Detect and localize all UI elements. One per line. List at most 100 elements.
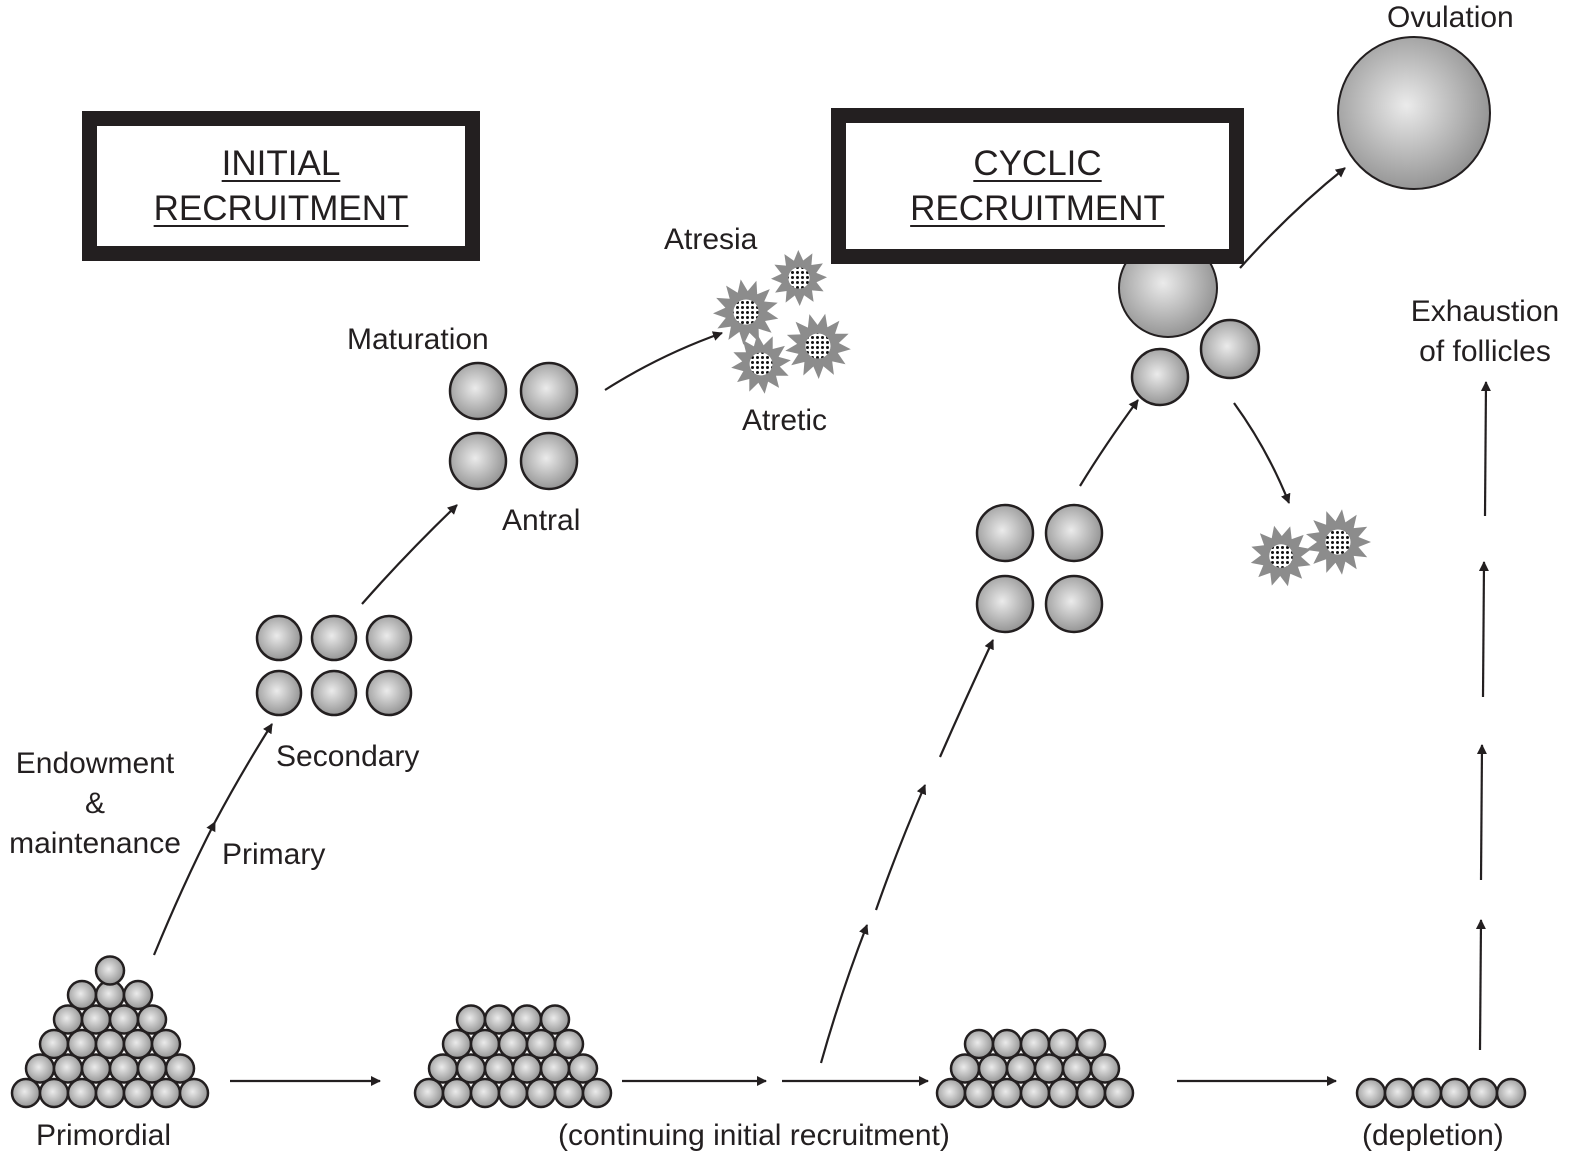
atretic-follicle: [731, 334, 791, 394]
label-antral: Antral: [502, 504, 581, 537]
primordial-follicle: [122, 1077, 154, 1109]
label-endowment: Endowment & maintenance: [0, 744, 190, 864]
primordial-follicle: [497, 1028, 529, 1060]
atretic-follicle: [1250, 525, 1312, 587]
arrows: [152, 167, 1491, 1086]
label-exhaustion: Exhaustion of follicles: [1400, 292, 1570, 372]
primordial-follicle: [991, 1028, 1023, 1060]
primordial-follicle: [511, 1053, 543, 1084]
primordial-follicle: [949, 1053, 981, 1084]
arrow-to-ovulation: [1239, 167, 1346, 269]
arrow-primary-to-secondary: [214, 723, 273, 823]
cyclic-recruitment-box: CYCLIC RECRUITMENT: [831, 108, 1244, 264]
arrow-cyclic-1: [819, 924, 869, 1064]
primordial-follicle: [136, 1004, 168, 1035]
secondary-follicle: [365, 614, 413, 662]
primordial-follicle: [511, 1004, 543, 1035]
label-primary: Primary: [222, 838, 326, 871]
atretic-follicle: [785, 313, 851, 379]
primordial-follicle: [963, 1028, 995, 1060]
follicle-groups: [255, 36, 1491, 717]
primordial-follicle: [525, 1077, 557, 1109]
antral-follicle: [448, 431, 508, 491]
label-primordial: Primordial: [36, 1119, 172, 1152]
primordial-follicle: [977, 1053, 1009, 1084]
secondary-follicle: [365, 669, 413, 717]
primordial-follicle: [38, 1028, 70, 1060]
arrow-to-atretic-cyclic: [1233, 402, 1291, 504]
atretic-follicle-core: [788, 267, 810, 289]
primordial-follicle: [455, 1004, 487, 1035]
arrow-antral-to-atresia: [604, 331, 723, 391]
primordial-follicle: [539, 1053, 571, 1084]
atretic-follicle-core: [1269, 544, 1293, 568]
follicle-pools: [10, 955, 1527, 1109]
depletion-pool: [1355, 1077, 1527, 1109]
pool-stage-2: [413, 1004, 613, 1109]
ovulatory-follicle: [1337, 36, 1491, 190]
primordial-follicle: [441, 1077, 473, 1109]
primordial-follicle: [427, 1053, 459, 1084]
primordial-follicle: [1439, 1077, 1471, 1109]
primordial-follicle: [1355, 1077, 1387, 1109]
cyclic-antral-follicle: [975, 574, 1035, 634]
secondary-follicle: [255, 614, 303, 662]
primordial-follicle: [10, 1077, 42, 1109]
primordial-follicle: [66, 979, 98, 1011]
primordial-follicle: [469, 1028, 501, 1060]
primordial-follicle: [24, 1053, 56, 1084]
arrow-depletion-2: [1476, 744, 1487, 881]
primordial-pool: [10, 955, 210, 1109]
primordial-follicle: [150, 1077, 182, 1109]
antral-follicle: [448, 361, 508, 421]
label-endowment-line1: Endowment: [15, 747, 175, 780]
primordial-follicle: [108, 1053, 140, 1084]
label-maturation: Maturation: [347, 323, 489, 356]
primordial-follicle: [581, 1077, 613, 1109]
primordial-follicle: [1103, 1077, 1135, 1109]
primordial-follicle: [1061, 1053, 1093, 1084]
primordial-follicle: [935, 1077, 967, 1109]
primordial-follicle: [1047, 1028, 1079, 1060]
primordial-follicle: [94, 1028, 126, 1060]
atretic-follicle-core: [1325, 529, 1351, 555]
label-endowment-line3: maintenance: [9, 827, 181, 860]
primordial-follicle: [164, 1053, 196, 1084]
atretic-follicles: [713, 250, 1371, 587]
label-secondary: Secondary: [276, 740, 420, 773]
primordial-follicle: [1411, 1077, 1443, 1109]
primordial-follicle: [525, 1028, 557, 1060]
arrow-cyclic-3: [938, 639, 994, 758]
primordial-follicle: [1005, 1053, 1037, 1084]
atretic-follicle-core: [749, 352, 773, 376]
secondary-follicle: [255, 669, 303, 717]
label-ovulation: Ovulation: [1387, 1, 1514, 34]
label-endowment-line2: &: [84, 787, 105, 820]
initial-recruitment-box: INITIAL RECRUITMENT: [82, 111, 480, 261]
primordial-follicle: [38, 1077, 70, 1109]
primordial-follicle: [122, 1028, 154, 1060]
primordial-follicle: [1019, 1028, 1051, 1060]
primordial-follicle: [108, 1004, 140, 1035]
label-exhaustion-line2: of follicles: [1419, 335, 1551, 368]
atretic-follicle: [1306, 509, 1371, 575]
primordial-follicle: [94, 955, 126, 986]
atretic-follicle: [713, 279, 779, 345]
primordial-follicle: [66, 1077, 98, 1109]
cyclic-antral-follicles: [975, 503, 1104, 634]
primordial-follicle: [1383, 1077, 1415, 1109]
primordial-follicle: [1075, 1028, 1107, 1060]
primordial-follicle: [553, 1028, 585, 1060]
primordial-follicle: [1467, 1077, 1499, 1109]
primordial-follicle: [553, 1077, 585, 1109]
label-continuing-recruitment: (continuing initial recruitment): [558, 1119, 950, 1152]
atretic-follicle: [771, 250, 827, 306]
arrow-secondary-to-antral: [361, 504, 458, 605]
arrow-depletion-1: [1475, 919, 1486, 1051]
primordial-follicle: [469, 1077, 501, 1109]
cyclic-recruitment-line1: CYCLIC: [973, 143, 1102, 183]
selected-follicle: [1199, 318, 1261, 380]
secondary-follicle: [310, 614, 358, 662]
cyclic-recruitment-line2: RECRUITMENT: [910, 189, 1165, 228]
primordial-follicle: [539, 1004, 571, 1035]
